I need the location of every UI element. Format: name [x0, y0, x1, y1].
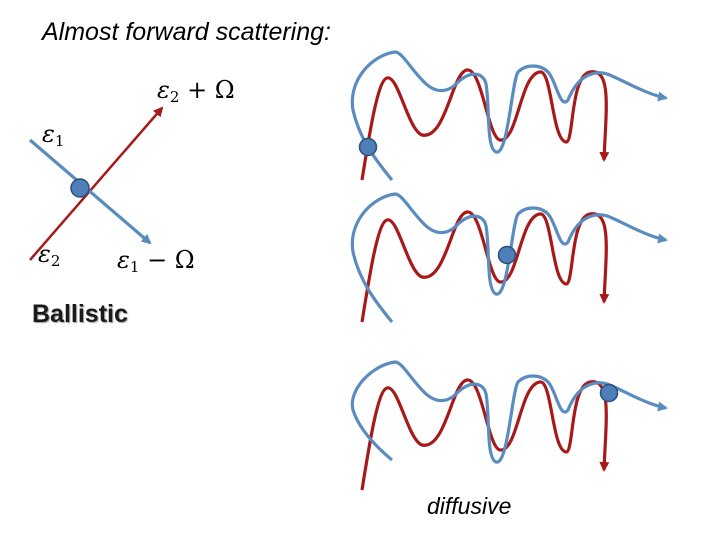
red-zigzag-line: [360, 210, 610, 323]
scattering-vertex-dot: [70, 178, 90, 198]
label-epsilon-1-minus-omega: ε1 − Ω: [117, 246, 195, 276]
red-zigzag-line: [360, 68, 610, 181]
blue-zigzag-line: [350, 50, 668, 181]
blue-zigzag-line: [350, 360, 668, 464]
red-zigzag-line: [360, 378, 610, 491]
red-propagator-line: [29, 106, 164, 261]
label-diffusive: diffusive: [427, 493, 512, 519]
label-epsilon-1: ε1: [42, 120, 65, 150]
blue-zigzag-line: [350, 192, 668, 323]
slide-title: Almost forward scattering:: [42, 18, 331, 46]
label-ballistic: Ballistic: [32, 300, 128, 328]
panel-2: [350, 192, 668, 323]
label-epsilon-2: ε2: [38, 240, 61, 270]
scattering-vertex-dot: [599, 383, 619, 403]
panel-1: [350, 50, 668, 181]
scattering-vertex-dot: [358, 137, 378, 157]
scattering-vertex-dot: [497, 245, 517, 265]
blue-propagator-line: [28, 138, 152, 245]
panel-3: [350, 360, 668, 491]
forward-scattering-vertex: [28, 106, 164, 261]
label-epsilon-2-plus-omega: ε2 + Ω: [157, 76, 235, 106]
